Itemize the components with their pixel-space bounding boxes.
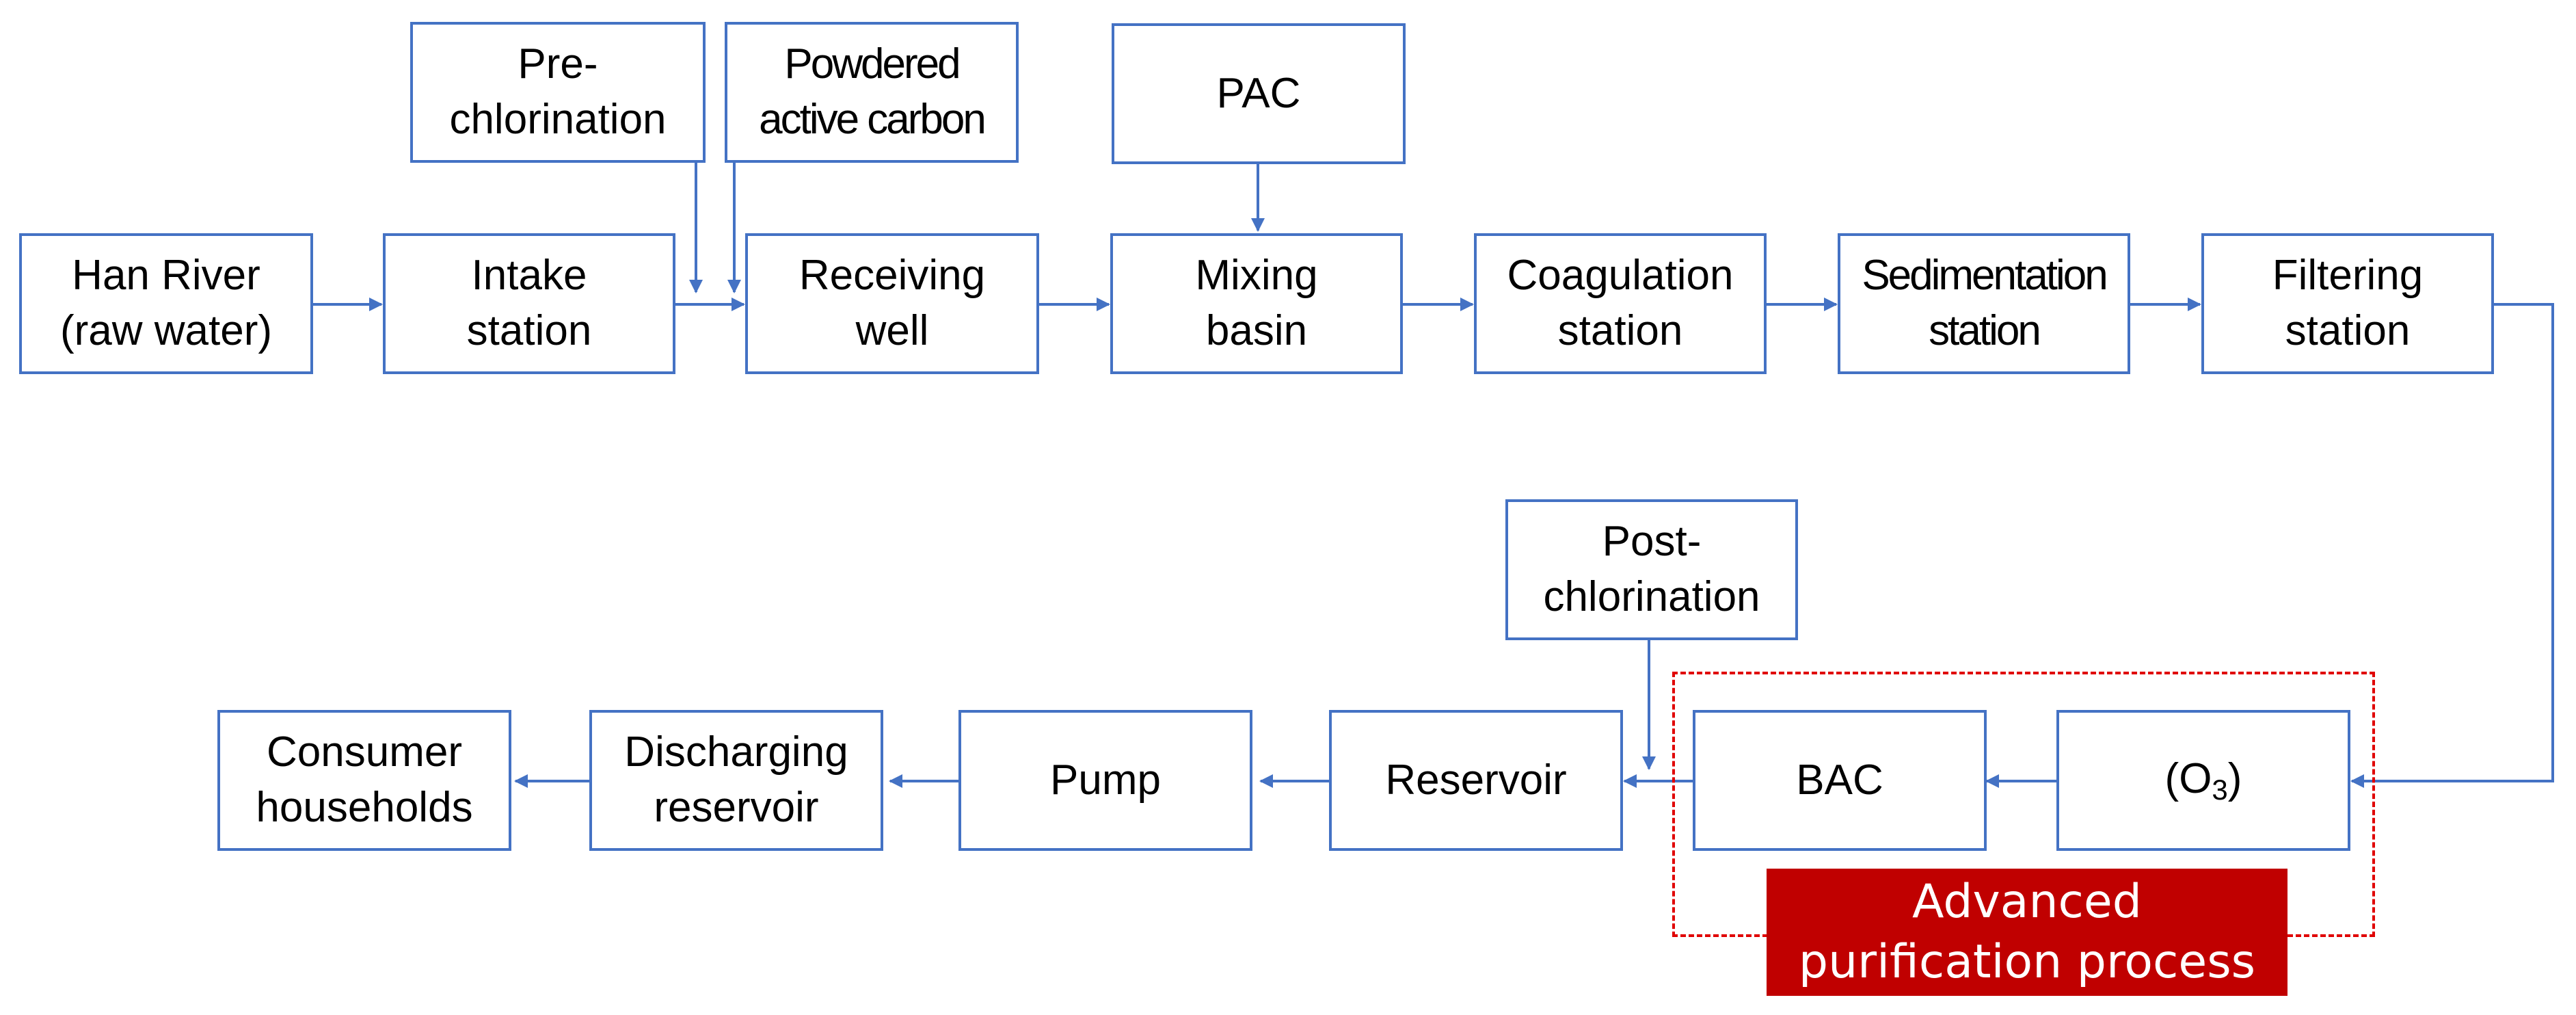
ozone-label: (O3) <box>2164 755 2242 806</box>
post-chlorination-node: Post- chlorination <box>1505 499 1798 640</box>
discharging-reservoir-node: Discharging reservoir <box>589 710 883 851</box>
mixing-basin-node: Mixing basin <box>1110 233 1403 374</box>
han-river-node: Han River (raw water) <box>19 233 313 374</box>
receiving-well-node: Receiving well <box>745 233 1039 374</box>
advanced-purification-label: Advanced purification process <box>1767 869 2287 996</box>
consumer-households-node: Consumer households <box>217 710 511 851</box>
pump-node: Pump <box>958 710 1252 851</box>
powdered-active-carbon-node: Powdered active carbon <box>725 22 1019 163</box>
arrow-filtering-to-ozone <box>2350 303 2554 788</box>
bac-node: BAC <box>1693 710 1987 851</box>
filtering-station-node: Filtering station <box>2201 233 2494 374</box>
sedimentation-station-node: Sedimentation station <box>1838 233 2130 374</box>
pac-node: PAC <box>1112 23 1406 164</box>
intake-station-node: Intake station <box>383 233 675 374</box>
reservoir-node: Reservoir <box>1329 710 1623 851</box>
ozone-node: (O3) <box>2056 710 2350 851</box>
coagulation-station-node: Coagulation station <box>1474 233 1767 374</box>
pre-chlorination-node: Pre- chlorination <box>410 22 706 163</box>
